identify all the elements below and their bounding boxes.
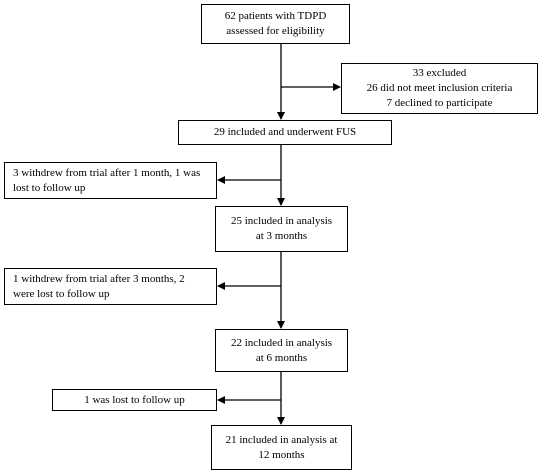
assessed-line2: assessed for eligibility	[226, 25, 325, 37]
box-analysis-3m: 25 included in analysis at 3 months	[215, 206, 348, 252]
included-fus-line1: 29 included and underwent FUS	[213, 126, 357, 138]
withdrew-3m-line2: were lost to follow up	[13, 287, 110, 300]
excluded-line3: 7 declined to participate	[386, 97, 493, 109]
box-assessed: 62 patients with TDPD assessed for eligi…	[201, 4, 350, 44]
excluded-line1: 33 excluded	[412, 67, 467, 79]
box-withdrew-3m: 1 withdrew from trial after 3 months, 2 …	[4, 268, 217, 305]
box-lost-6m: 1 was lost to follow up	[52, 389, 217, 411]
analysis-3m-line2: at 3 months	[255, 230, 308, 242]
excluded-line2: 26 did not meet inclusion criteria	[366, 82, 513, 94]
box-analysis-12m: 21 included in analysis at 12 months	[211, 425, 352, 470]
withdrew-1m-line1: 3 withdrew from trial after 1 month, 1 w…	[13, 166, 201, 179]
withdrew-1m-line2: lost to follow up	[13, 181, 86, 194]
box-analysis-6m: 22 included in analysis at 6 months	[215, 329, 348, 372]
analysis-6m-line2: at 6 months	[255, 351, 308, 364]
analysis-6m-line1: 22 included in analysis	[230, 336, 333, 349]
assessed-line1: 62 patients with TDPD	[224, 10, 327, 22]
box-included-fus: 29 included and underwent FUS	[178, 120, 392, 145]
analysis-12m-line2: 12 months	[258, 448, 305, 461]
analysis-3m-line1: 25 included in analysis	[230, 215, 333, 227]
analysis-12m-line1: 21 included in analysis at	[225, 433, 338, 446]
lost-6m-line1: 1 was lost to follow up	[84, 393, 185, 406]
box-withdrew-1m: 3 withdrew from trial after 1 month, 1 w…	[4, 162, 217, 199]
box-excluded: 33 excluded 26 did not meet inclusion cr…	[341, 63, 538, 114]
withdrew-3m-line1: 1 withdrew from trial after 3 months, 2	[13, 272, 185, 285]
